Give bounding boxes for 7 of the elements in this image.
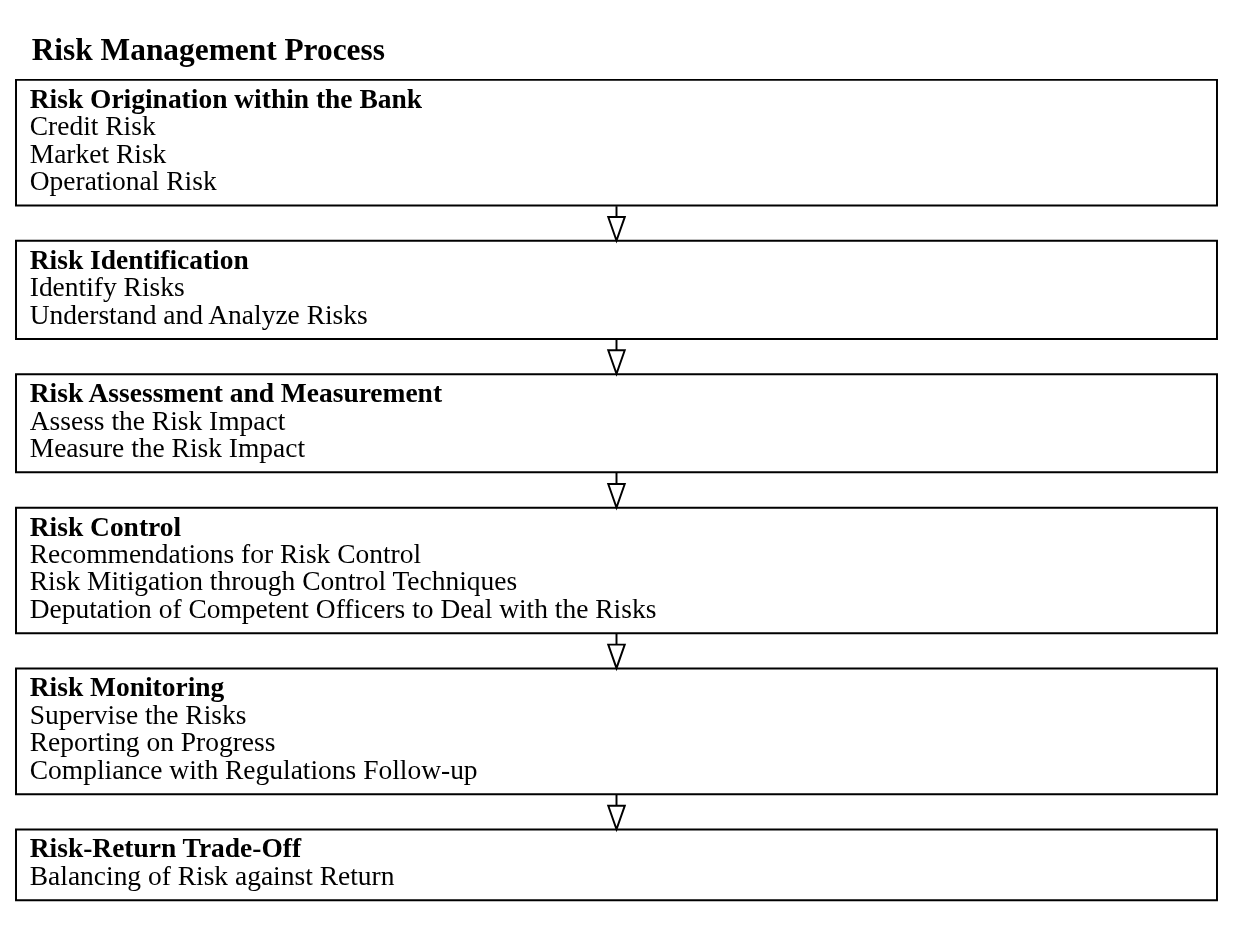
node-box: Risk Origination within the Bank Credit Risk Market Risk Operational Risk [15,78,1218,207]
diagram-title: Risk Management Process [31,31,385,67]
node-box: Risk Assessment and Measurement Assess the Risk Impact Measure the Risk Impact [15,373,1218,474]
node-box: Risk Identification Identify Risks Understand and Analyze Risks [15,239,1218,340]
node-box: Risk Monitoring Supervise the Risks Reporting on Progress Compliance with Regulations Follow-up [15,667,1218,796]
node-box: Risk Control Recommendations for Risk Control Risk Mitigation through Control Techniques Deputation of Competent Officers to Deal with the Risks [15,506,1218,635]
node-box: Risk-Return Trade-Off Balancing of Risk against Return [15,828,1218,902]
